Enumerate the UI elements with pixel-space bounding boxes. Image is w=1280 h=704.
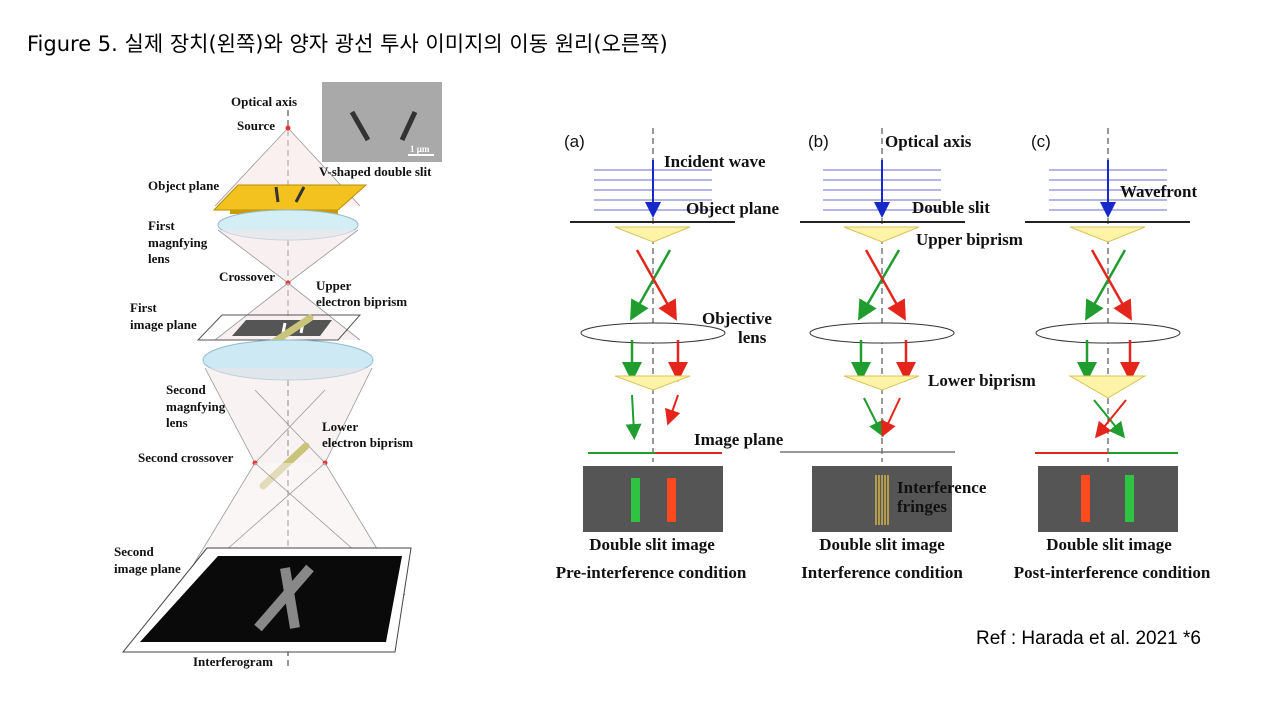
optical-axis-label-right: Optical axis xyxy=(885,132,972,151)
svg-text:Second: Second xyxy=(114,544,155,559)
source-point xyxy=(285,125,291,131)
reference-note: Ref : Harada et al. 2021 *6 xyxy=(976,628,1201,649)
incident-wave-label: Incident wave xyxy=(664,152,766,171)
optical-axis-label: Optical axis xyxy=(231,94,297,109)
svg-text:Double slit image: Double slit image xyxy=(819,535,945,554)
panel-b-tag: (b) xyxy=(808,132,829,151)
svg-text:electron biprism: electron biprism xyxy=(316,294,407,309)
first-image-plane xyxy=(196,314,362,341)
svg-text:lens: lens xyxy=(148,251,170,266)
svg-text:Upper: Upper xyxy=(316,278,352,293)
svg-text:lens: lens xyxy=(166,415,188,430)
svg-text:image plane: image plane xyxy=(130,317,197,332)
svg-text:fringes: fringes xyxy=(897,497,947,516)
figure-title: Figure 5. 실제 장치(왼쪽)와 양자 광선 투사 이미지의 이동 원리… xyxy=(27,32,668,56)
svg-text:Double slit image: Double slit image xyxy=(1046,535,1172,554)
panel-c-tag: (c) xyxy=(1031,132,1051,151)
svg-text:lens: lens xyxy=(738,328,767,347)
svg-text:image plane: image plane xyxy=(114,561,181,576)
object-plane-label-right: Object plane xyxy=(686,199,779,218)
panel-b xyxy=(780,128,965,532)
svg-text:Lower: Lower xyxy=(322,419,358,434)
wavefront-label: Wavefront xyxy=(1120,182,1197,201)
svg-text:Second: Second xyxy=(166,382,207,397)
svg-text:magnfying: magnfying xyxy=(148,235,208,250)
upper-biprism-label: Upper biprism xyxy=(916,230,1023,249)
second-crossover-label: Second crossover xyxy=(138,450,234,465)
interferogram-label: Interferogram xyxy=(193,654,273,669)
image-plane-label: Image plane xyxy=(694,430,784,449)
v-slit-label: V-shaped double slit xyxy=(319,164,432,179)
svg-text:magnfying: magnfying xyxy=(166,399,226,414)
svg-text:First: First xyxy=(130,300,157,315)
lower-biprism-label: Lower biprism xyxy=(928,371,1036,390)
svg-text:Pre-interference condition: Pre-interference condition xyxy=(556,563,747,582)
panel-a xyxy=(570,128,735,532)
svg-text:electron biprism: electron biprism xyxy=(322,435,413,450)
svg-text:Objective: Objective xyxy=(702,309,772,328)
double-slit-label: Double slit xyxy=(912,198,990,217)
svg-text:Interference condition: Interference condition xyxy=(801,563,963,582)
crossover-label: Crossover xyxy=(219,269,275,284)
svg-text:First: First xyxy=(148,218,175,233)
source-label: Source xyxy=(237,118,275,133)
object-plane-label: Object plane xyxy=(148,178,219,193)
svg-text:Double slit image: Double slit image xyxy=(589,535,715,554)
panel-a-tag: (a) xyxy=(564,132,585,151)
panel-c xyxy=(1025,128,1190,532)
slit-micrograph xyxy=(322,82,442,162)
svg-text:Interference: Interference xyxy=(897,478,987,497)
svg-text:Post-interference condition: Post-interference condition xyxy=(1014,563,1211,582)
scale-label: 1 μm xyxy=(410,144,430,154)
